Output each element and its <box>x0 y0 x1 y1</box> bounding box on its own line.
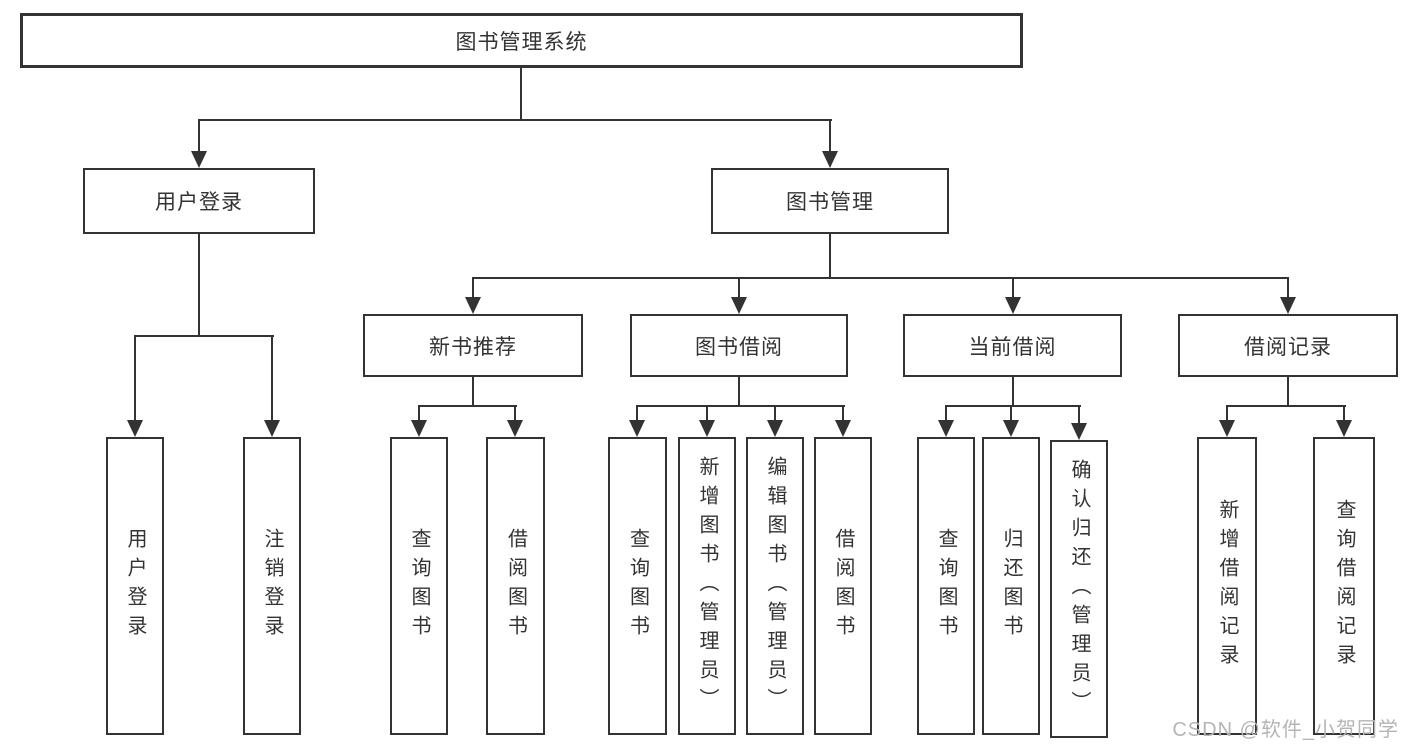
arrow-down-icon <box>411 420 427 437</box>
connector-line <box>134 335 274 337</box>
arrow-down-icon <box>1003 420 1019 437</box>
leaf-logout: 注销登录 <box>243 437 301 735</box>
connector-line <box>636 405 845 407</box>
connector-line <box>706 405 708 421</box>
leaf-add-books-admin: 新增图书（管理员） <box>678 437 736 735</box>
arrow-down-icon <box>1071 423 1087 440</box>
connector-line <box>1012 277 1014 298</box>
connector-line <box>271 335 273 421</box>
connector-line <box>1012 377 1014 407</box>
connector-line <box>472 377 474 407</box>
connector-line <box>1010 405 1012 421</box>
connector-line <box>198 119 832 121</box>
connector-line <box>418 405 517 407</box>
arrow-down-icon <box>264 420 280 437</box>
connector-line <box>514 405 516 421</box>
arrow-down-icon <box>699 420 715 437</box>
arrow-down-icon <box>629 420 645 437</box>
arrow-down-icon <box>835 420 851 437</box>
node-borrowing-records: 借阅记录 <box>1178 314 1398 377</box>
connector-line <box>636 405 638 421</box>
arrow-down-icon <box>731 297 747 314</box>
connector-line <box>520 68 522 121</box>
connector-line <box>945 405 1081 407</box>
arrow-down-icon <box>1280 297 1296 314</box>
leaf-edit-books-admin: 编辑图书（管理员） <box>746 437 804 735</box>
node-book-management: 图书管理 <box>711 168 949 234</box>
node-current-borrowing: 当前借阅 <box>903 314 1122 377</box>
connector-line <box>198 119 200 152</box>
node-new-book-recommendation: 新书推荐 <box>363 314 583 377</box>
leaf-query-borrow-record: 查询借阅记录 <box>1313 437 1375 735</box>
leaf-query-books-borrowing: 查询图书 <box>608 437 667 735</box>
node-library-management-system: 图书管理系统 <box>20 13 1023 68</box>
arrow-down-icon <box>822 151 838 168</box>
arrow-down-icon <box>465 297 481 314</box>
arrow-down-icon <box>507 420 523 437</box>
connector-line <box>472 277 474 298</box>
arrow-down-icon <box>1219 420 1235 437</box>
arrow-down-icon <box>938 420 954 437</box>
arrow-down-icon <box>191 151 207 168</box>
leaf-query-books-current: 查询图书 <box>917 437 975 735</box>
connector-line <box>1226 405 1346 407</box>
connector-line <box>472 277 1289 279</box>
leaf-return-books: 归还图书 <box>982 437 1040 735</box>
connector-line <box>1287 377 1289 407</box>
connector-line <box>198 234 200 337</box>
connector-line <box>1343 405 1345 421</box>
connector-line <box>1078 405 1080 424</box>
connector-line <box>134 335 136 421</box>
arrow-down-icon <box>1005 297 1021 314</box>
leaf-borrow-books-newrec: 借阅图书 <box>486 437 545 735</box>
leaf-user-login: 用户登录 <box>106 437 164 735</box>
leaf-query-books-newrec: 查询图书 <box>390 437 448 735</box>
connector-line <box>774 405 776 421</box>
leaf-add-borrow-record: 新增借阅记录 <box>1197 437 1257 735</box>
node-book-borrowing: 图书借阅 <box>630 314 848 377</box>
arrow-down-icon <box>127 420 143 437</box>
arrow-down-icon <box>767 420 783 437</box>
connector-line <box>418 405 420 421</box>
leaf-confirm-return-admin: 确认归还（管理员） <box>1050 440 1108 738</box>
connector-line <box>738 377 740 407</box>
connector-line <box>1226 405 1228 421</box>
connector-line <box>1287 277 1289 298</box>
arrow-down-icon <box>1336 420 1352 437</box>
watermark: CSDN @软件_小贺同学 <box>1172 719 1399 741</box>
node-user-login: 用户登录 <box>83 168 315 234</box>
connector-line <box>829 234 831 279</box>
connector-line <box>945 405 947 421</box>
leaf-borrow-books-borrowing: 借阅图书 <box>814 437 872 735</box>
connector-line <box>829 119 831 152</box>
connector-line <box>738 277 740 298</box>
connector-line <box>842 405 844 421</box>
